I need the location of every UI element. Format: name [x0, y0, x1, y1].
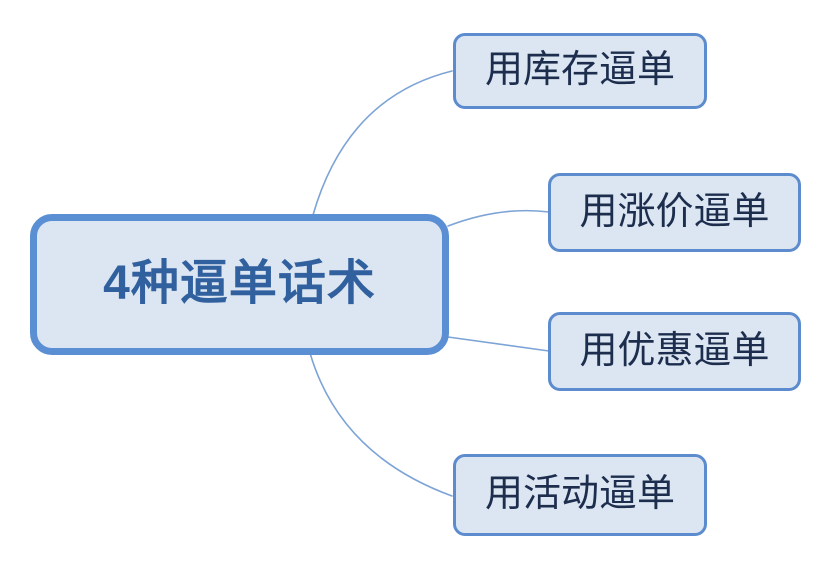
child-node-label: 用优惠逼单	[579, 329, 770, 372]
root-node-label: 4种逼单话术	[103, 256, 376, 310]
connector-line-discount	[447, 336, 550, 352]
child-node-price-increase[interactable]: 用涨价逼单	[548, 173, 801, 252]
child-node-label: 用涨价逼单	[579, 190, 770, 233]
connector-line-inventory	[312, 70, 453, 216]
connector-line-promotion	[309, 352, 453, 497]
connector-line-price-increase	[447, 209, 550, 227]
child-node-promotion[interactable]: 用活动逼单	[453, 454, 707, 536]
child-node-discount[interactable]: 用优惠逼单	[548, 312, 801, 391]
child-node-label: 用活动逼单	[484, 473, 675, 515]
child-node-label: 用库存逼单	[484, 49, 675, 91]
root-node[interactable]: 4种逼单话术	[30, 214, 449, 355]
child-node-inventory[interactable]: 用库存逼单	[453, 33, 707, 109]
